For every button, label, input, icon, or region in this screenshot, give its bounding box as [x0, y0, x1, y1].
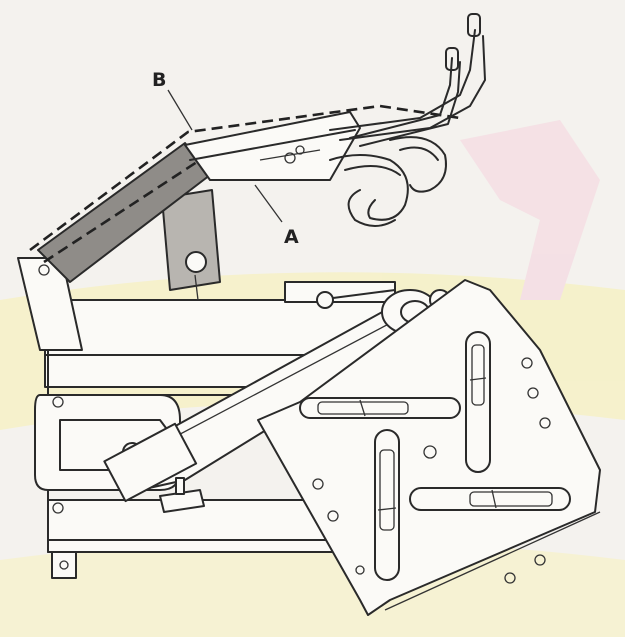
label-b: B — [152, 69, 166, 91]
backrest-pad — [29, 104, 461, 283]
lever-arm — [103, 289, 451, 513]
seat-pad — [184, 111, 361, 181]
back-support-post — [161, 189, 221, 301]
leg-hooks — [329, 136, 447, 227]
label-a: A — [284, 226, 299, 248]
handles — [329, 13, 486, 147]
weight-plate — [257, 279, 601, 616]
plate-slots — [299, 331, 571, 581]
leader-lines — [167, 89, 283, 223]
